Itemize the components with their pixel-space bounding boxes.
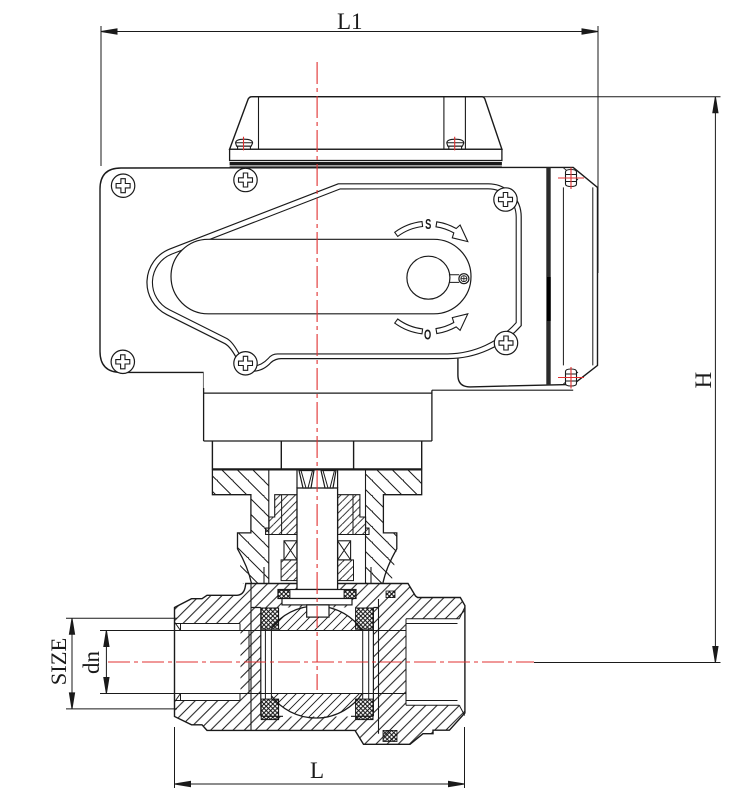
svg-text:L: L — [310, 758, 324, 783]
svg-text:L1: L1 — [337, 9, 363, 34]
svg-text:SIZE: SIZE — [46, 638, 71, 686]
svg-text:S: S — [425, 216, 431, 233]
svg-text:O: O — [424, 326, 431, 343]
svg-text:H: H — [691, 372, 716, 389]
svg-text:dn: dn — [79, 651, 104, 675]
